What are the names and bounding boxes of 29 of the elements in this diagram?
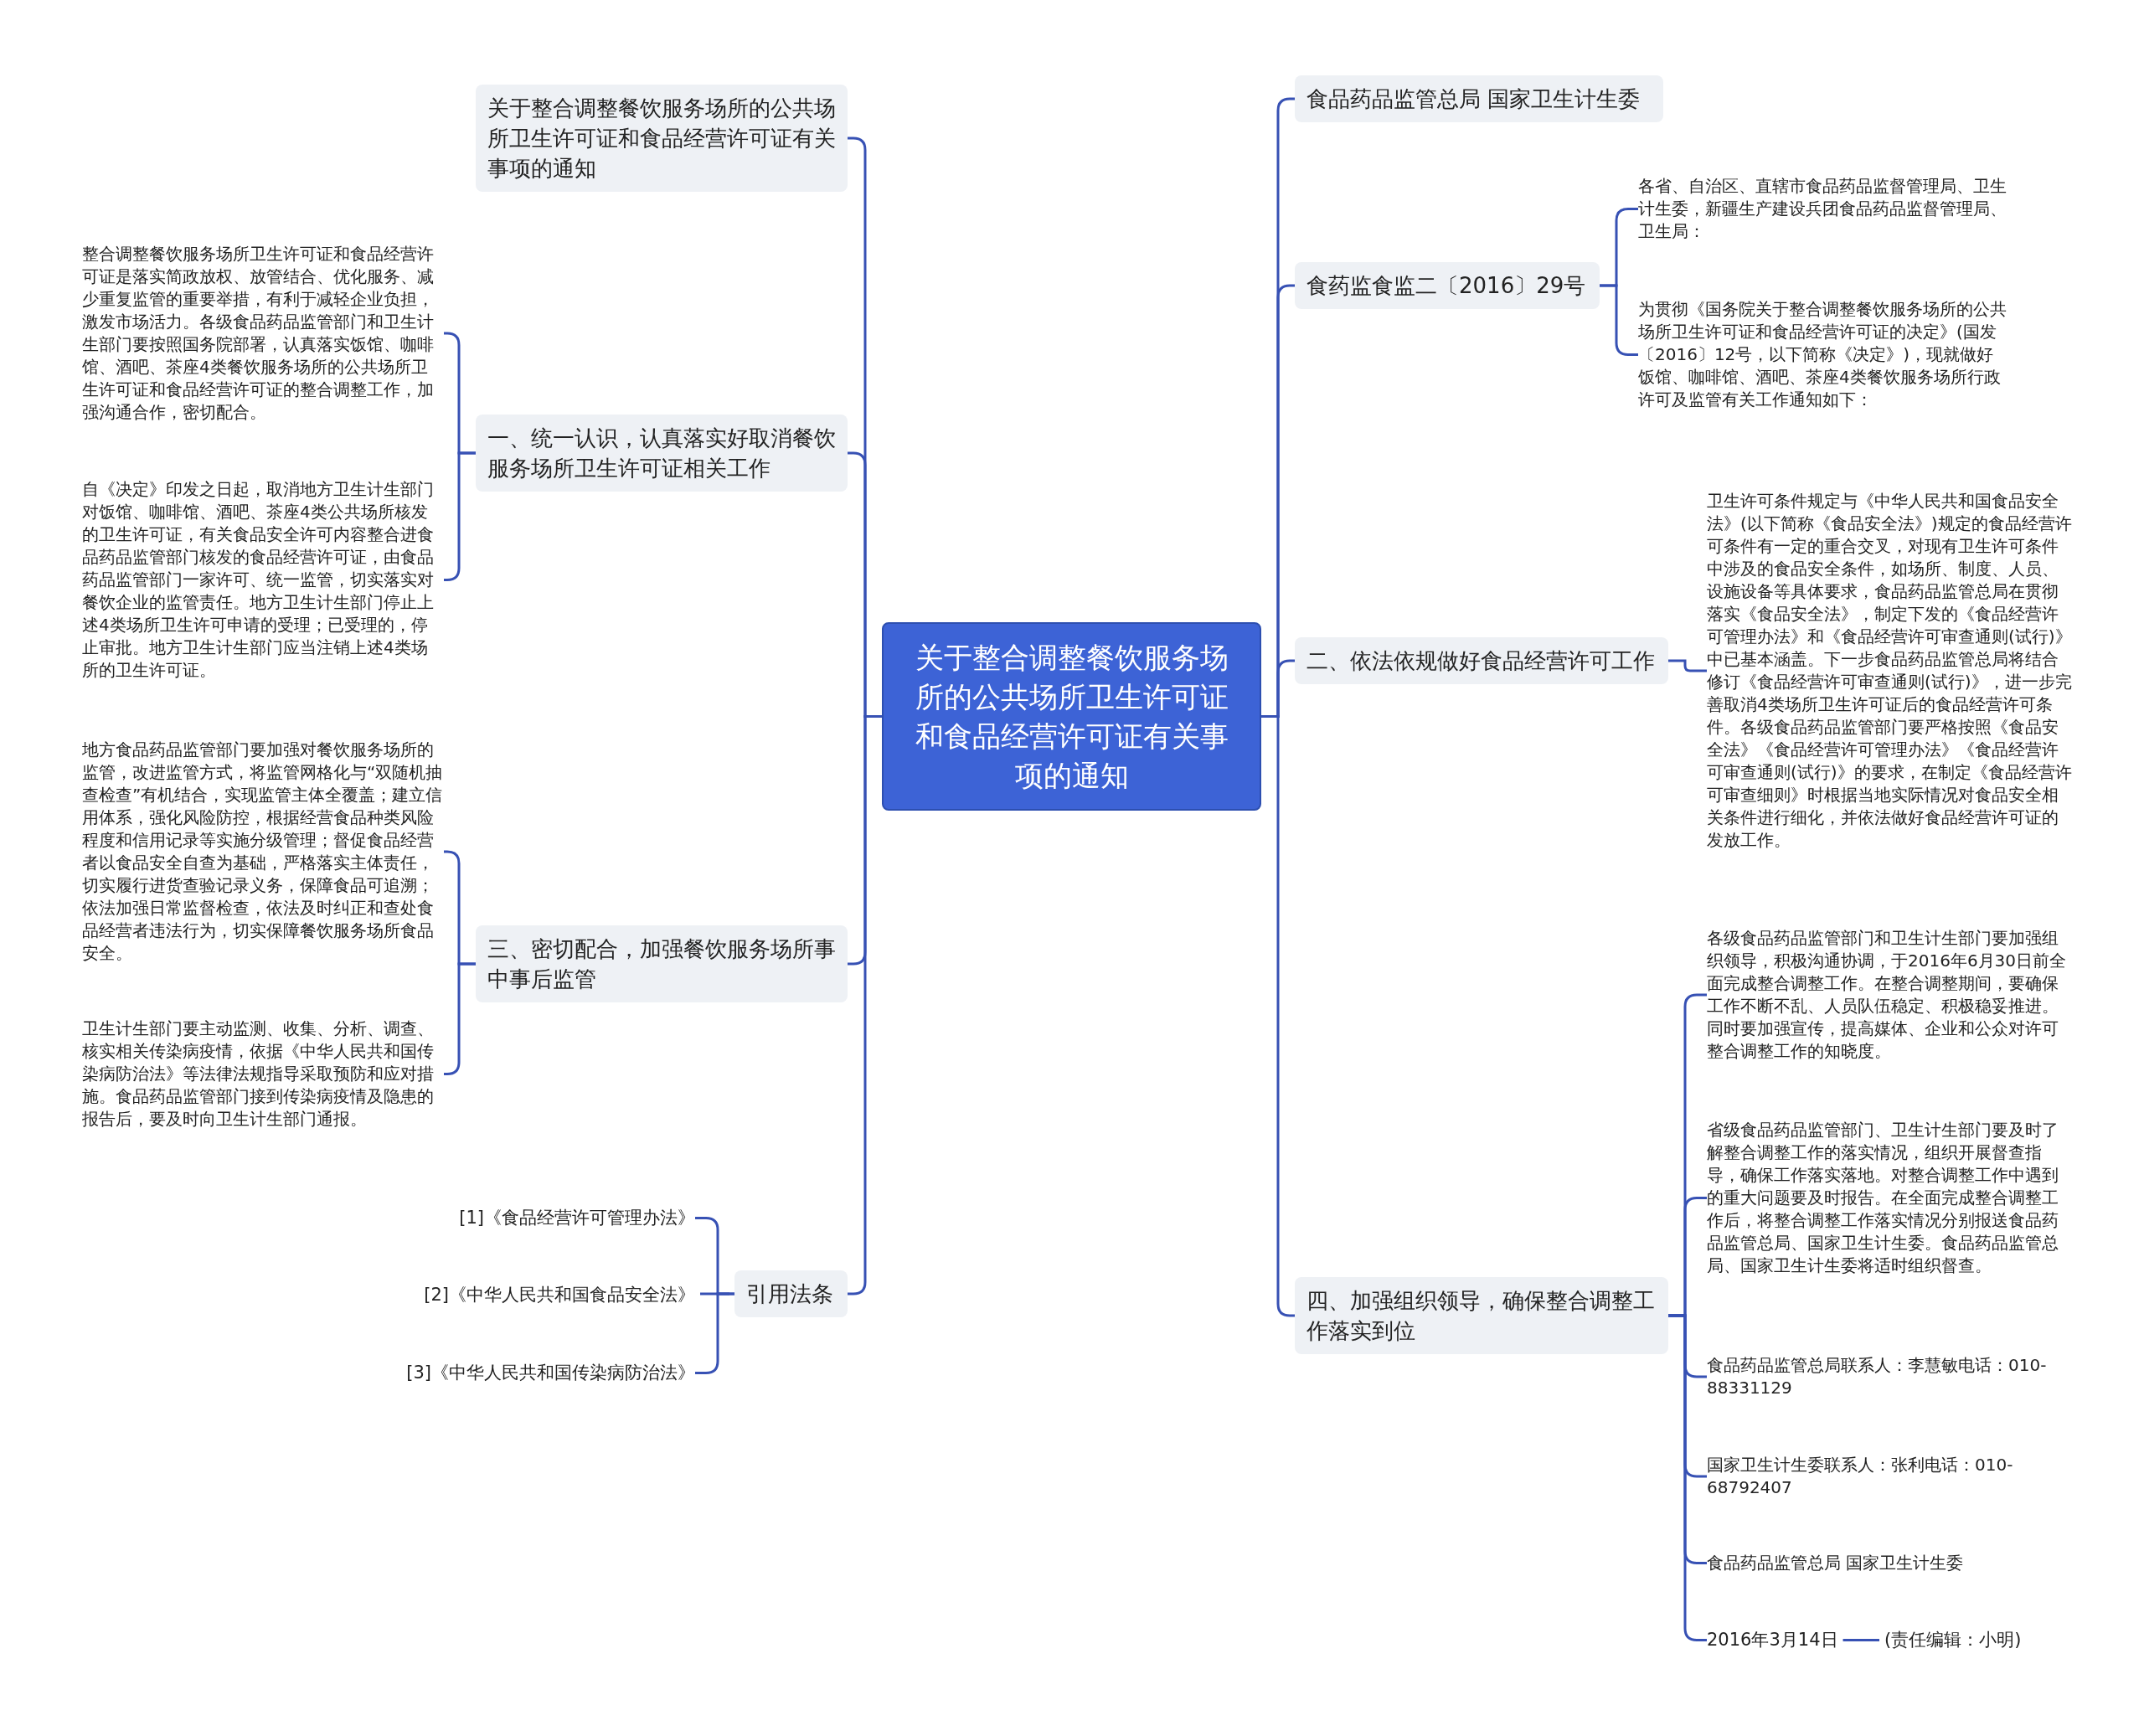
citation-text: [1]《食品经营许可管理办法》 <box>436 1206 695 1230</box>
citation-text: [2]《中华人民共和国食品安全法》 <box>402 1283 695 1307</box>
note-text: 自《决定》印发之日起，取消地方卫生计生部门对饭馆、咖啡馆、酒吧、茶座4类公共场所核发的卫生许可证，有关食品安全许可内容整合进食品药品监管部门核发的食品经营许可证，由食品药品监管部门一家许可、统一监管，切实落实对餐饮企业的监管责任。地方卫生计生部门停止上述4类场所卫生许可申请的受理；已受理的，停止审批。地方卫生计生部门应当注销上述4类场所的卫生许可证。 <box>82 478 444 682</box>
note-text: 国家卫生计生委联系人：张利电话：010-68792407 <box>1707 1454 2072 1499</box>
note-text: 各级食品药品监管部门和卫生计生部门要加强组织领导，积极沟通协调，于2016年6月30日前全面完成整合调整工作。在整合调整期间，要确保工作不断不乱、人员队伍稳定、积极稳妥推进。同时要加强宣传，提高媒体、企业和公众对许可整合调整工作的知晓度。 <box>1707 927 2072 1063</box>
note-text: (责任编辑：小明) <box>1884 1628 2022 1652</box>
note-text: 整合调整餐饮服务场所卫生许可证和食品经营许可证是落实简政放权、放管结合、优化服务、减少重复监管的重要举措，有利于减轻企业负担，激发市场活力。各级食品药品监管部门和卫生计生部门要按照国务院部署，认真落实饭馆、咖啡馆、酒吧、茶座4类餐饮服务场所的公共场所卫生许可证和食品经营许可证的整合调整工作，加强沟通合作，密切配合。 <box>82 243 444 424</box>
note-text: 卫生许可条件规定与《中华人民共和国食品安全法》(以下简称《食品安全法》)规定的食品经营许可条件有一定的重合交叉，对现有卫生许可条件中涉及的食品安全条件，如场所、制度、人员、设施设备等具体要求，食品药品监管总局在贯彻落实《食品安全法》，制定下发的《食品经营许可管理办法》和《食品经营许可审查通则(试行)》中已基本涵盖。下一步食品药品监管总局将结合修订《食品经营许可审查通则(试行)》，进一步完善取消4类场所卫生许可证后的食品经营许可条件。各级食品药品监管部门要严格按照《食品安全法》《食品经营许可管理办法》《食品经营许可审查通则(试行)》的要求，在制定《食品经营许可审查细则》时根据当地实际情况对食品安全相关条件进行细化，并依法做好食品经营许可证的发放工作。 <box>1707 490 2072 852</box>
topic-box: 食药监食监二〔2016〕29号 <box>1295 262 1600 309</box>
note-text: 食品药品监管总局 国家卫生计生委 <box>1707 1552 2072 1574</box>
topic-box: 四、加强组织领导，确保整合调整工作落实到位 <box>1295 1277 1668 1354</box>
note-text: 为贯彻《国务院关于整合调整餐饮服务场所的公共场所卫生许可证和食品经营许可证的决定》(国发〔2016〕12号，以下简称《决定》)，现就做好饭馆、咖啡馆、酒吧、茶座4类餐饮服务场所行政许可及监管有关工作通知如下： <box>1638 298 2007 411</box>
note-text: 卫生计生部门要主动监测、收集、分析、调查、核实相关传染病疫情，依据《中华人民共和国传染病防治法》等法律法规指导采取预防和应对措施。食品药品监管部门接到传染病疫情及隐患的报告后，要及时向卫生计生部门通报。 <box>82 1017 444 1131</box>
note-text: 食品药品监管总局联系人：李慧敏电话：010-88331129 <box>1707 1354 2072 1399</box>
note-text: 地方食品药品监管部门要加强对餐饮服务场所的监管，改进监管方式，将监管网格化与“双随机抽查检查”有机结合，实现监管主体全覆盖；建立信用体系，强化风险防控，根据经营食品种类风险程度和信用记录等实施分级管理；督促食品经营者以食品安全自查为基础，严格落实主体责任，切实履行进货查验记录义务，保障食品可追溯；依法加强日常监督检查，依法及时纠正和查处食品经营者违法行为，切实保障餐饮服务场所食品安全。 <box>82 739 444 965</box>
central-topic: 关于整合调整餐饮服务场所的公共场所卫生许可证和食品经营许可证有关事项的通知 <box>882 622 1261 811</box>
note-text: 各省、自治区、直辖市食品药品监督管理局、卫生计生委，新疆生产建设兵团食品药品监督管理局、卫生局： <box>1638 175 2007 243</box>
connector-line <box>1668 659 1707 672</box>
topic-box: 一、统一认识，认真落实好取消餐饮服务场所卫生许可证相关工作 <box>476 415 848 492</box>
connector-line <box>1842 1639 1879 1641</box>
topic-box: 引用法条 <box>734 1270 848 1317</box>
topic-box: 二、依法依规做好食品经营许可工作 <box>1295 637 1668 684</box>
note-text: 省级食品药品监管部门、卫生计生部门要及时了解整合调整工作的落实情况，组织开展督查指导，确保工作落实落地。对整合调整工作中遇到的重大问题要及时报告。在全面完成整合调整工作后，将整合调整工作落实情况分别报送食品药品监管总局、国家卫生计生委。食品药品监管总局、国家卫生计生委将适时组织督查。 <box>1707 1119 2072 1277</box>
citation-text: [3]《中华人民共和国传染病防治法》 <box>368 1361 695 1385</box>
connector-line <box>1668 1314 1707 1641</box>
note-text: 2016年3月14日 <box>1707 1628 1838 1652</box>
topic-box: 三、密切配合，加强餐饮服务场所事中事后监管 <box>476 925 848 1002</box>
topic-box: 关于整合调整餐饮服务场所的公共场所卫生许可证和食品经营许可证有关事项的通知 <box>476 85 848 192</box>
topic-box: 食品药品监管总局 国家卫生计生委 <box>1295 75 1663 122</box>
